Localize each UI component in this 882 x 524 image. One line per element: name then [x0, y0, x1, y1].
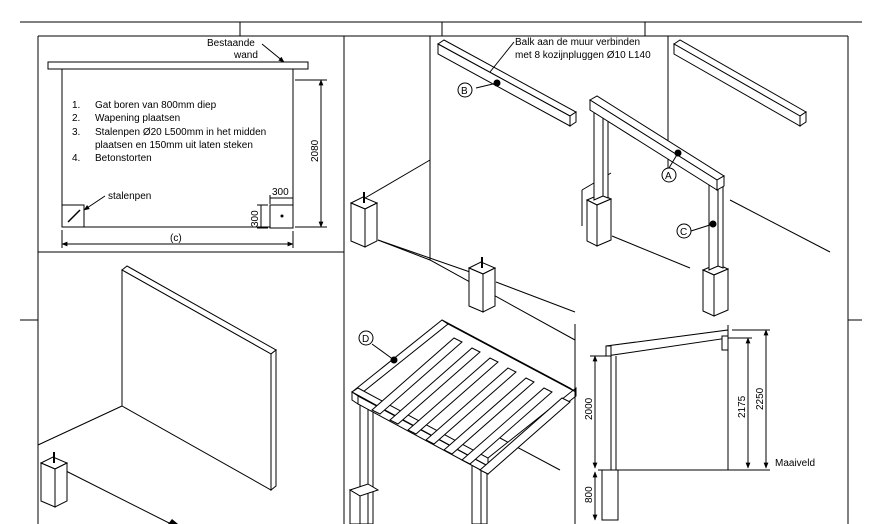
marker-b: B — [461, 86, 468, 97]
frame-back-post — [585, 105, 613, 247]
wall-beam-right — [673, 39, 807, 127]
wall-beam — [437, 39, 577, 127]
marker-d-circle — [358, 330, 374, 346]
beam-note-line1: Balk aan de muur verbinden — [515, 37, 640, 48]
panel-footings-iso — [349, 36, 576, 341]
panel-plan-view: Bestaande wand 1. Gat boren van 800mm di… — [47, 38, 327, 248]
dim-300-horizontal: 300 — [272, 187, 289, 198]
dim-800: 800 — [584, 486, 595, 503]
footing-panel5 — [39, 452, 69, 508]
frame-top-beam — [589, 95, 725, 191]
step-1-text: Gat boren van 800mm diep — [95, 100, 217, 111]
footing-front — [467, 257, 497, 313]
wall-label-line1: Bestaande — [207, 38, 255, 49]
panel-posts-frame: A C — [581, 36, 831, 317]
wall-label-line2: wand — [233, 50, 258, 61]
dimension-2175: 2175 — [728, 337, 752, 469]
marker-c: C — [680, 227, 687, 238]
marker-c-circle — [676, 223, 692, 239]
marker-d: D — [362, 334, 369, 345]
step-2-number: 2. — [72, 113, 80, 124]
marker-b-circle — [457, 82, 473, 98]
beam-note-line2: met 8 kozijnpluggen Ø10 L140 — [515, 50, 651, 61]
existing-wall — [47, 61, 309, 70]
marker-a: A — [665, 171, 672, 182]
dimension-2000: 2000 — [584, 355, 606, 469]
footing-back — [349, 192, 379, 248]
roof-posts — [348, 395, 488, 524]
dim-c: (c) — [170, 233, 182, 244]
frame-front-post — [701, 175, 730, 317]
roof-rafters — [371, 337, 571, 475]
dimension-footing: 300 300 — [250, 187, 294, 229]
procedure-steps: 1. Gat boren van 800mm diep 2. Wapening … — [72, 100, 266, 164]
step-3-text: Stalenpen Ø20 L500mm in het midden — [95, 127, 266, 138]
step-3-number: 3. — [72, 127, 80, 138]
step-4-text: Betonstorten — [95, 153, 152, 164]
wall-panel — [121, 265, 277, 492]
dimension-height: 2080 — [295, 79, 327, 228]
ground-label: Maaiveld — [775, 458, 815, 469]
panel-wall-footing — [37, 265, 277, 524]
sheet-frame — [20, 21, 862, 524]
step-1-number: 1. — [72, 100, 80, 111]
panel-roof-rafters: D — [348, 319, 577, 524]
dim-2080: 2080 — [310, 139, 321, 162]
step-3-continuation: plaatsen en 150mm uit laten steken — [95, 140, 253, 151]
section-footing — [601, 469, 619, 521]
marker-a-circle — [661, 167, 677, 183]
dim-2000: 2000 — [584, 397, 595, 420]
dim-2175: 2175 — [737, 395, 748, 418]
pin-label: stalenpen — [108, 191, 151, 202]
panel-wall-beam: B Balk aan de muur verbinden met 8 kozij… — [437, 37, 651, 127]
dim-300-vertical: 300 — [250, 210, 261, 227]
dimension-2250: 2250 — [732, 329, 770, 469]
step-4-number: 4. — [72, 153, 80, 164]
section-roof — [605, 329, 729, 357]
dimension-800: 800 — [584, 471, 598, 521]
step-2-text: Wapening plaatsen — [95, 113, 180, 124]
dim-2250: 2250 — [755, 387, 766, 410]
dimension-width: (c) — [61, 230, 294, 248]
panel-section-view: 2000 800 2175 2250 Maaiveld — [574, 324, 815, 524]
